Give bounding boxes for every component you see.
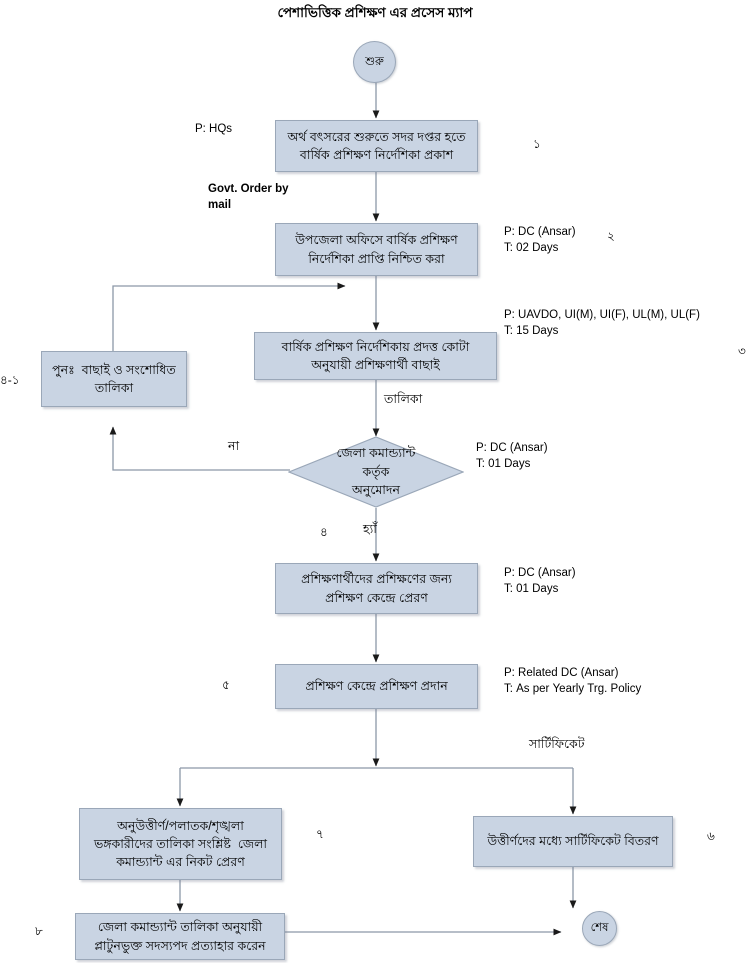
annotation-decision-no: না: [228, 439, 240, 453]
annotation-node1-performer: P: HQs: [195, 123, 233, 135]
node-end-label: শেষ: [590, 922, 609, 935]
step-number-4: ৪: [320, 525, 328, 539]
step-number-6: ৬: [707, 829, 715, 843]
node-1-label: অর্থ বৎসরের শুরুতে সদর দপ্তর হতেবার্ষিক …: [287, 129, 466, 162]
page-title: পেশাভিত্তিক প্রশিক্ষণ এর প্রসেস ম্যাপ: [277, 5, 473, 20]
node-select-trainees-by-quota[interactable]: বার্ষিক প্রশিক্ষণ নির্দেশিকায় প্রদত্ত ক…: [254, 332, 497, 380]
node-6-label: প্রশিক্ষণ কেন্দ্রে প্রশিক্ষণ প্রদান: [305, 679, 448, 694]
node-7-label: অনুউত্তীর্ণ/পলাতক/শৃঙ্খলাভঙ্গকারীদের তাল…: [93, 818, 268, 870]
step-number-1: ১: [533, 137, 541, 151]
step-number-5: ৫: [222, 678, 230, 692]
diamond-shape: [288, 436, 464, 508]
annotation-certificate-edge-label: সার্টিফিকেট: [529, 737, 585, 751]
node-distribute-certificates[interactable]: উত্তীর্ণদের মধ্যে সার্টিফিকেট বিতরণ: [473, 816, 673, 867]
node-8-label: উত্তীর্ণদের মধ্যে সার্টিফিকেট বিতরণ: [487, 834, 659, 849]
annotation-node4-performer-time: P: DC (Ansar)T: 01 Days: [476, 442, 548, 470]
annotation-node3-performer-time: P: UAVDO, UI(M), UI(F), UL(M), UL(F)T: 1…: [504, 309, 700, 337]
step-number-2: ২: [607, 229, 615, 243]
node-9-label: জেলা কমান্ড্যান্ট তালিকা অনুযায়ীপ্লাটুন…: [94, 920, 266, 953]
step-number-7: ৭: [316, 827, 324, 841]
annotation-node2-performer-time: P: DC (Ansar)T: 02 Days: [504, 226, 576, 254]
node-publish-training-guideline[interactable]: অর্থ বৎসরের শুরুতে সদর দপ্তর হতেবার্ষিক …: [275, 120, 478, 172]
step-number-4-1: ৪-১: [0, 373, 20, 387]
annotation-node6-performer-time: P: Related DC (Ansar)T: As per Yearly Tr…: [504, 667, 642, 695]
annotation-node5-performer-time: P: DC (Ansar)T: 01 Days: [504, 567, 576, 595]
node-end[interactable]: শেষ: [582, 911, 617, 946]
annotation-decision-yes: হ্যাঁ: [363, 522, 377, 536]
annotation-list-edge-label: তালিকা: [384, 392, 423, 406]
step-number-8: ৮: [35, 924, 43, 938]
node-withdraw-platoon-membership[interactable]: জেলা কমান্ড্যান্ট তালিকা অনুযায়ীপ্লাটুন…: [75, 913, 285, 960]
node-start[interactable]: শুরু: [353, 41, 396, 83]
node-start-label: শুরু: [365, 55, 384, 68]
node-provide-training-at-center[interactable]: প্রশিক্ষণ কেন্দ্রে প্রশিক্ষণ প্রদান: [275, 664, 478, 709]
step-number-3: ৩: [738, 344, 746, 358]
node-3-label: বার্ষিক প্রশিক্ষণ নির্দেশিকায় প্রদত্ত ক…: [281, 339, 470, 372]
node-send-failed-absconder-list[interactable]: অনুউত্তীর্ণ/পলাতক/শৃঙ্খলাভঙ্গকারীদের তাল…: [79, 808, 282, 880]
